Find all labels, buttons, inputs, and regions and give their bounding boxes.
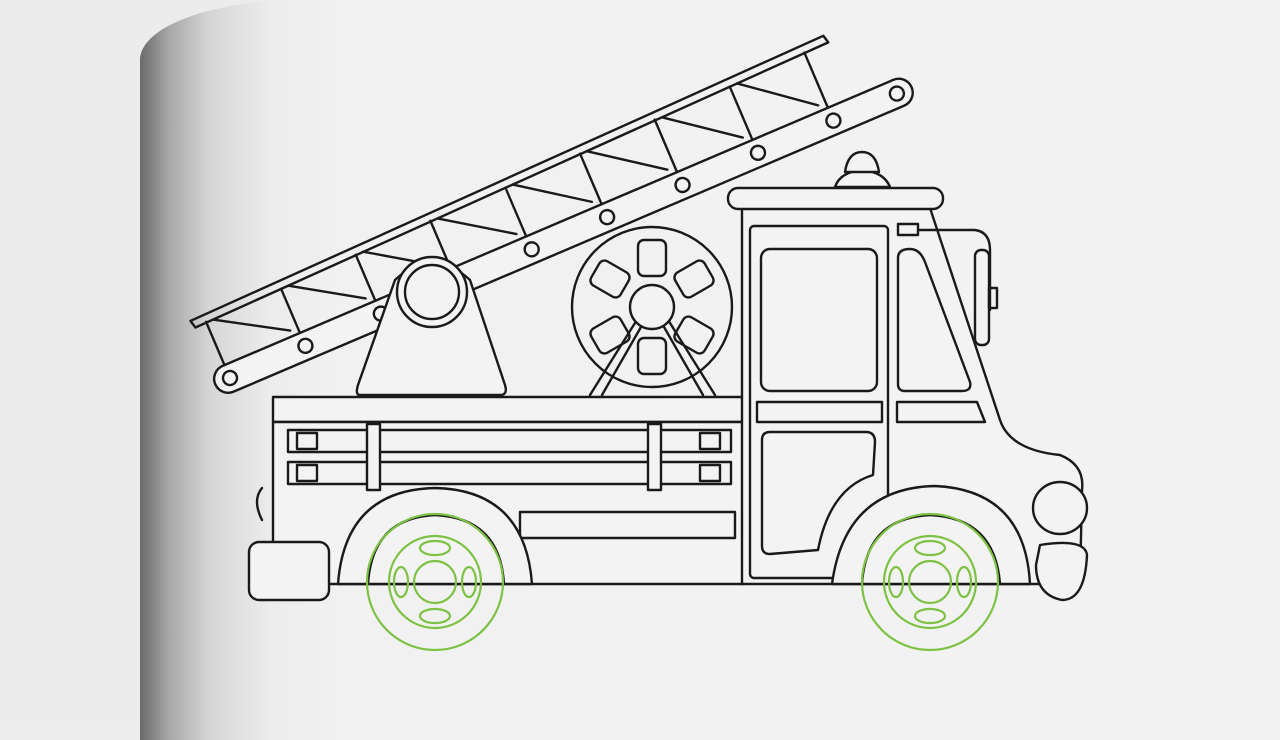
hose-rail-top	[286, 428, 733, 454]
windshield	[896, 247, 972, 393]
cab-stripe-left	[755, 400, 884, 424]
paper-page-curl	[140, 0, 1280, 740]
cab	[726, 150, 1089, 602]
ladder-upper-rail	[189, 34, 830, 329]
rear-wheel	[365, 512, 505, 652]
hose-reel	[570, 225, 734, 397]
reel-spokes	[589, 238, 715, 376]
cab-roof	[726, 186, 945, 211]
door-lower-panel	[760, 430, 877, 556]
hose-rail-bottom	[286, 460, 733, 486]
front-bumper	[1034, 541, 1089, 602]
side-mirror	[973, 248, 991, 347]
rear-light	[255, 486, 264, 522]
truck-bed-top	[271, 395, 745, 424]
ladder-base	[355, 255, 508, 397]
beacon-light	[843, 150, 881, 174]
ladder-truss	[204, 51, 830, 367]
front-wheel	[860, 512, 1000, 652]
fire-truck-drawing	[189, 34, 1089, 652]
cab-door	[748, 224, 890, 580]
door-window	[759, 247, 879, 393]
side-panel	[518, 510, 737, 540]
rear-bumper	[247, 540, 331, 602]
mirror-arm	[916, 228, 992, 312]
truck-body	[247, 395, 745, 602]
cab-stripe-right	[895, 400, 987, 424]
headlight	[1031, 480, 1089, 536]
